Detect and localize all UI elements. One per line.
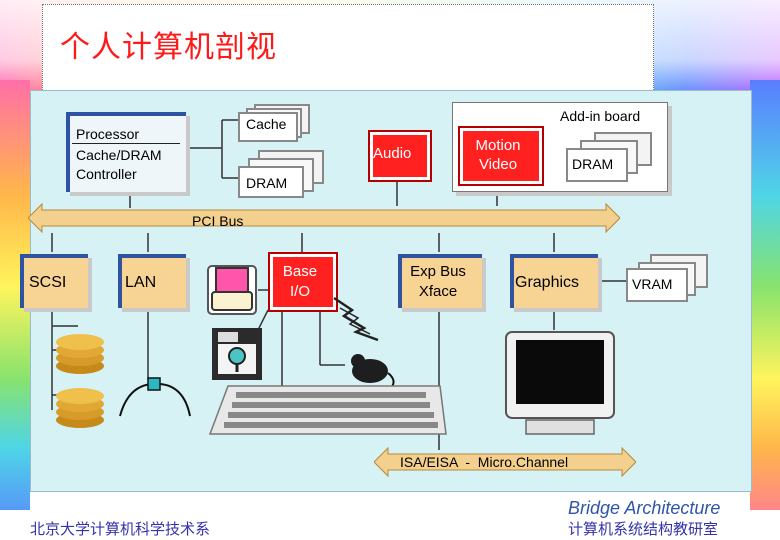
lan-label: LAN (125, 274, 157, 291)
processor-divider (72, 143, 180, 144)
base-io-box[interactable] (268, 252, 338, 312)
rainbow-left-border (0, 80, 30, 540)
disk-stack-icon (56, 334, 104, 374)
graphics-label: Graphics (515, 274, 580, 291)
footer-right: 计算机系统结构教研室 (568, 520, 719, 538)
slide-title: 个人计算机剖视 (60, 30, 277, 65)
cache-dram-controller-label: Cache/DRAM Controller (76, 147, 162, 182)
footer-band (0, 510, 780, 540)
scsi-box[interactable] (20, 254, 88, 308)
keyboard-icon (208, 385, 447, 435)
cache-label: Cache (246, 116, 287, 132)
audio-box[interactable] (368, 130, 432, 182)
addin-dram-label: DRAM (572, 156, 614, 172)
addin-dram-box[interactable] (566, 148, 628, 182)
vram-label: VRAM (632, 276, 673, 292)
diagram-caption: Bridge Architecture (568, 498, 721, 518)
disk-stack-icon-2 (56, 388, 104, 428)
audio-label: Audio (373, 145, 412, 162)
cache-box[interactable] (238, 112, 298, 142)
isa-bus-label: ISA/EISA - Micro.Channel (400, 454, 569, 470)
lan-box[interactable] (118, 254, 186, 308)
title-frame (42, 4, 654, 92)
lightning-icon (333, 296, 379, 342)
vram-box[interactable] (626, 268, 688, 302)
motion-video-label: Motion Video (475, 137, 521, 173)
rainbow-right-border (750, 80, 780, 540)
footer-left: 北京大学计算机科学技术系 (30, 520, 211, 538)
motion-video-box[interactable] (458, 126, 544, 186)
network-cable-icon (119, 377, 191, 417)
processor-label: Processor (76, 126, 140, 142)
isa-bus-arrow[interactable] (374, 446, 636, 478)
addin-board-label: Add-in board (560, 108, 641, 124)
dram-label: DRAM (246, 175, 288, 191)
exp-bus-label: Exp Bus Xface (410, 263, 466, 300)
graphics-box[interactable] (510, 254, 598, 308)
base-io-label: Base I/O (282, 263, 318, 300)
processor-box[interactable] (66, 112, 186, 192)
pci-bus-arrow[interactable] (28, 200, 620, 236)
monitor-icon (505, 331, 615, 435)
exp-bus-box[interactable] (398, 254, 482, 308)
printer-icon (207, 265, 257, 315)
pci-bus-label: PCI Bus (192, 213, 244, 229)
scsi-label: SCSI (29, 274, 67, 291)
floppy-drive-icon (212, 328, 262, 380)
dram-box[interactable] (238, 166, 304, 198)
